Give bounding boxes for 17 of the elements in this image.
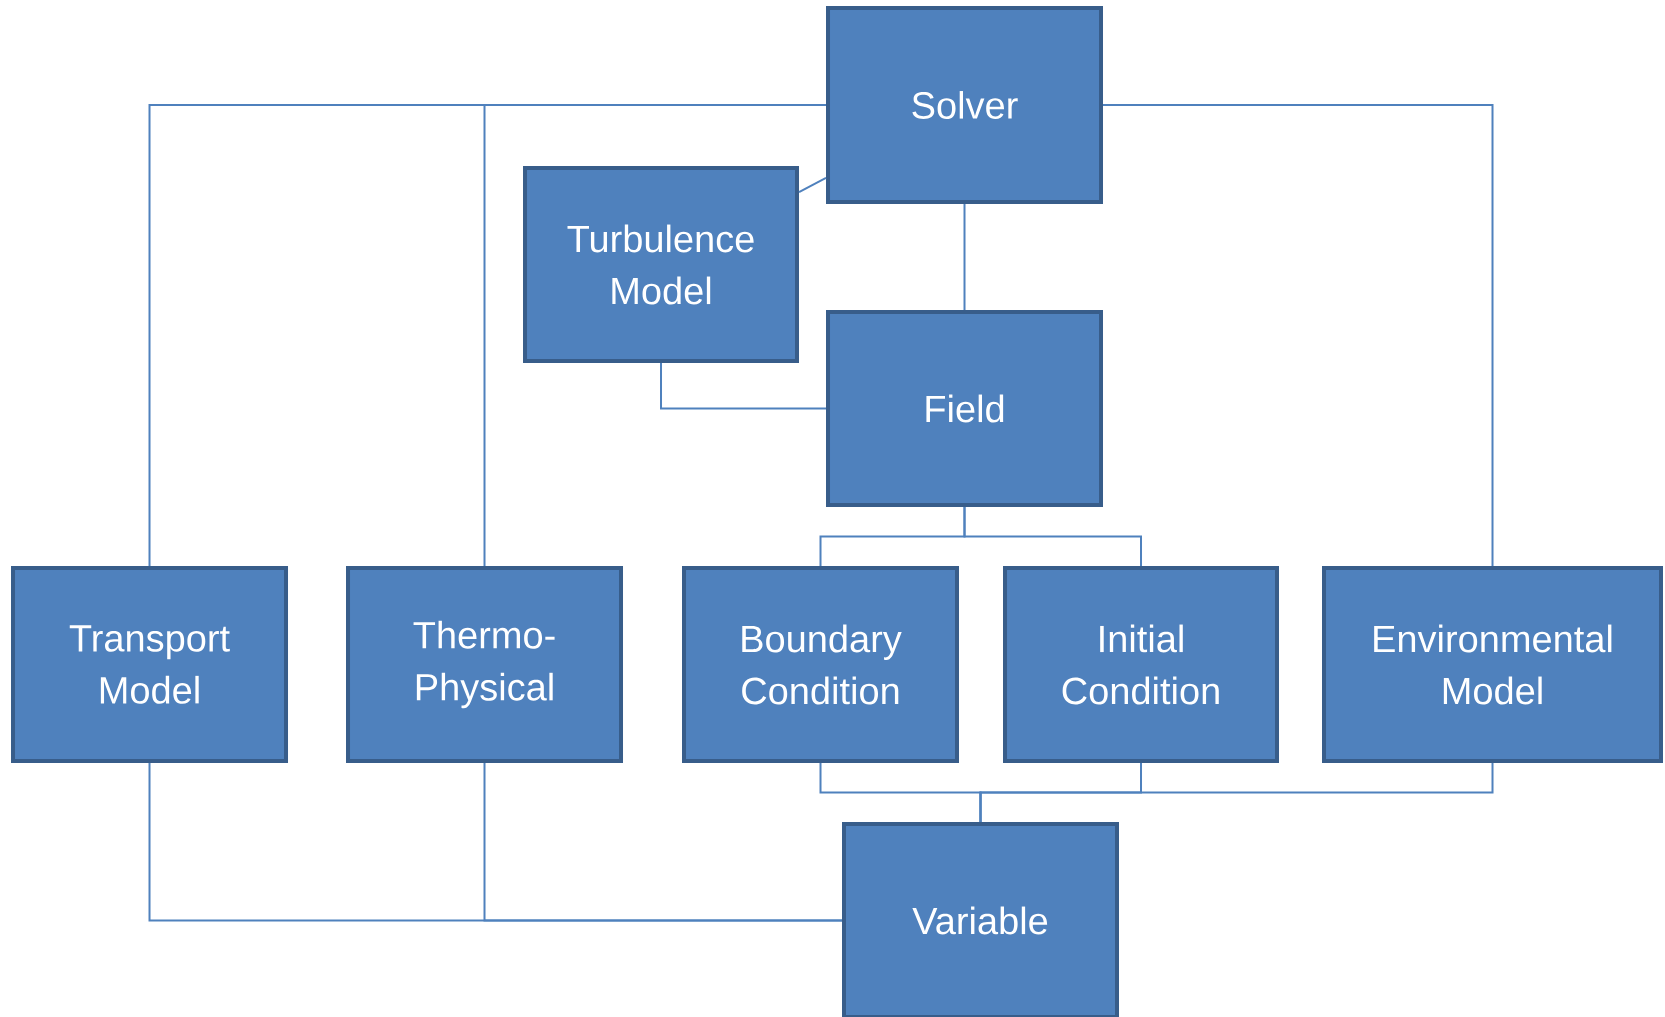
connector-line xyxy=(483,104,827,567)
connector-line xyxy=(963,203,966,311)
process-box: Solver xyxy=(826,6,1103,204)
connector-line xyxy=(798,176,827,194)
process-box: Thermo- Physical xyxy=(346,566,623,763)
process-box: Boundary Condition xyxy=(682,566,959,763)
process-box: Variable xyxy=(842,822,1119,1017)
connector-line xyxy=(979,762,1494,823)
process-box: Transport Model xyxy=(11,566,288,763)
process-box: Initial Condition xyxy=(1003,566,1279,763)
connector-line xyxy=(1102,104,1494,567)
connector-line xyxy=(660,362,827,410)
process-box: Field xyxy=(826,310,1103,507)
connector-line xyxy=(963,506,1142,567)
process-box: Environmental Model xyxy=(1322,566,1663,763)
connector-line xyxy=(483,762,843,922)
process-box: Turbulence Model xyxy=(523,166,799,363)
